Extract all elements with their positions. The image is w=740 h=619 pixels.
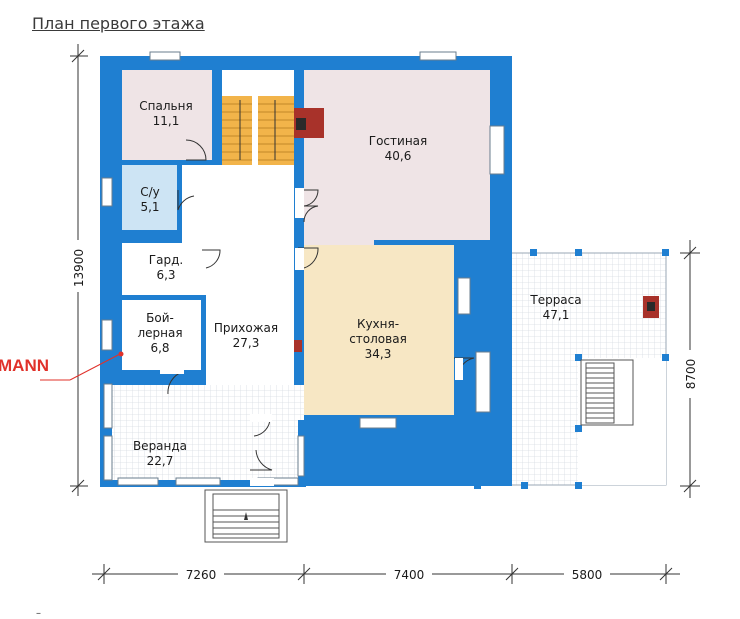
boiler-room xyxy=(122,300,201,370)
wardrobe-name: Гард. xyxy=(149,253,183,267)
veranda-room xyxy=(112,385,304,485)
veranda-name: Веранда xyxy=(133,439,187,453)
living-area: 40,6 xyxy=(385,149,412,163)
kitchen-room xyxy=(304,245,454,415)
windows xyxy=(101,51,505,486)
brand-logo: MANN xyxy=(0,356,49,375)
hall-room xyxy=(182,165,294,243)
terrace-area: 47,1 xyxy=(543,308,570,322)
entrance-stairs xyxy=(204,489,288,543)
veranda-area: 22,7 xyxy=(147,454,174,468)
bedroom-room xyxy=(122,70,212,160)
dim-right-terrace: 8700 xyxy=(684,359,698,390)
kitchen-area: 34,3 xyxy=(365,347,392,361)
svg-text:–: – xyxy=(36,608,41,619)
dim-bottom-middle: 7400 xyxy=(394,568,425,582)
dim-bottom-left: 7260 xyxy=(186,568,217,582)
hall-name: Прихожая xyxy=(214,321,278,335)
brand-watermark: MANN xyxy=(0,351,124,381)
hall-area: 27,3 xyxy=(233,336,260,350)
terrace-name: Терраса xyxy=(529,293,581,307)
bedroom-name: Спальня xyxy=(139,99,192,113)
boiler-area: 6,8 xyxy=(150,341,169,355)
boiler-name-line1: Бой- xyxy=(146,311,174,325)
plan-title: План первого этажа xyxy=(32,14,205,33)
dim-left-total: 13900 xyxy=(72,249,86,287)
dim-bottom-right: 5800 xyxy=(572,568,603,582)
wardrobe-area: 6,3 xyxy=(156,268,175,282)
bathroom-name: С/у xyxy=(140,185,160,199)
living-name: Гостиная xyxy=(369,134,427,148)
kitchen-name-line1: Кухня- xyxy=(357,317,399,331)
bathroom-area: 5,1 xyxy=(140,200,159,214)
doors xyxy=(160,139,475,486)
boiler-name-line2: лерная xyxy=(137,326,182,340)
bathroom-room xyxy=(122,165,177,230)
bedroom-area: 11,1 xyxy=(153,114,180,128)
living-room xyxy=(304,70,490,240)
wardrobe-room xyxy=(122,243,219,295)
kitchen-name-line2: столовая xyxy=(349,332,407,346)
